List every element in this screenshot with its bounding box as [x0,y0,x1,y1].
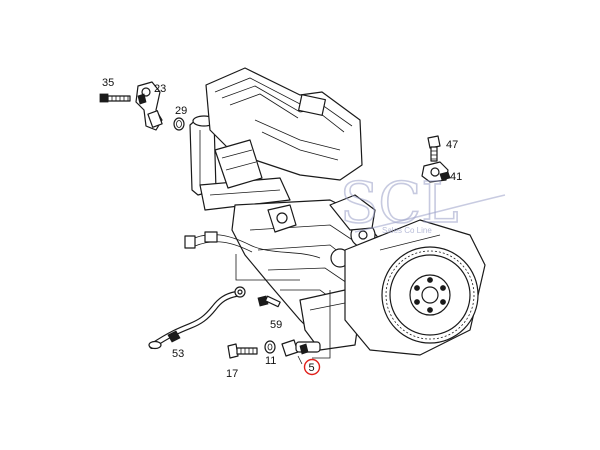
callout-5: 5 [309,362,315,374]
callout-47: 47 [446,139,458,151]
callout-17: 17 [226,368,238,380]
watermark-logo-mark: SCL [340,171,458,236]
callout-59: 59 [270,319,282,331]
engine-assembly [184,67,486,359]
callout-35: 35 [102,77,114,89]
part-11-washer [264,340,276,354]
part-29-o-ring [173,117,185,131]
part-23-camshaft-sensor [135,81,163,131]
callout-29: 29 [175,105,187,117]
watermark-tagline: Sales Co Line [382,226,432,235]
part-5-crankshaft-sensor [281,339,321,365]
callout-23: 23 [154,83,166,95]
part-41-knock-sensor [421,161,451,183]
callout-53: 53 [172,348,184,360]
part-17-bolt [227,343,258,359]
callout-41: 41 [450,171,462,183]
part-53-ground-cable [148,286,246,350]
watermark-logo: SCL Sales Co Line [339,170,506,237]
part-47-bolt [427,135,441,162]
part-35-bolt [99,93,131,103]
callout-11: 11 [265,355,276,367]
highlight-ring [303,358,321,376]
part-59-bolt [257,295,281,308]
